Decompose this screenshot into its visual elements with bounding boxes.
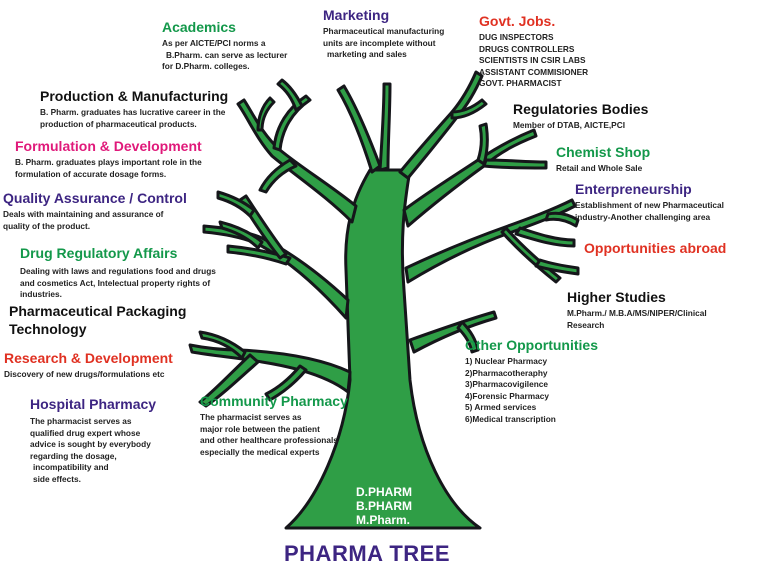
heading-formulation: Formulation & Development (15, 138, 202, 154)
tree-branch (276, 78, 304, 112)
tree-branch (272, 94, 312, 152)
desc-govt-jobs: DUG INSPECTORS DRUGS CONTROLLERS SCIENTI… (479, 32, 589, 88)
tree-branch (450, 98, 488, 120)
heading-abroad: Opportunities abroad (584, 240, 727, 256)
branch-formulation: Formulation & Development B. Pharm. grad… (15, 138, 202, 180)
desc-other: 1) Nuclear Pharmacy 2)Pharmacotheraphy 3… (465, 356, 556, 424)
tree-branch (398, 70, 484, 180)
branch-hospital: Hospital Pharmacy The pharmacist serves … (30, 396, 156, 485)
branch-higher-studies: Higher Studies M.Pharm./ M.B.A/MS/NIPER/… (567, 289, 707, 331)
heading-other: Other Opportunities (465, 337, 598, 353)
tree-branch (408, 310, 498, 354)
branch-abroad: Opportunities abroad (584, 240, 726, 256)
desc-research: Discovery of new drugs/formulations etc (4, 369, 165, 379)
branch-production: Production & Manufacturing B. Pharm. gra… (40, 88, 228, 130)
tree-branch (226, 244, 292, 266)
tree-branch (198, 330, 247, 360)
branch-community: Community Pharmacy The pharmacist serves… (200, 393, 348, 458)
desc-community: The pharmacist serves as major role betw… (200, 412, 338, 457)
heading-packaging-line1: Pharmaceutical Packaging (9, 303, 187, 319)
tree-branch (544, 211, 580, 228)
branch-chemist: Chemist Shop Retail and Whole Sale (556, 144, 650, 175)
tree-branch (336, 84, 382, 174)
heading-regulatory: Regulatories Bodies (513, 101, 649, 117)
trunk-label-mpharm: M.Pharm. (356, 513, 411, 527)
tree-branch (216, 190, 256, 218)
tree-branch (264, 364, 308, 402)
heading-drug-regulatory: Drug Regulatory Affairs (20, 245, 178, 261)
desc-production: B. Pharm. graduates has lucrative career… (40, 107, 226, 129)
heading-chemist: Chemist Shop (556, 144, 651, 160)
branch-govt-jobs: Govt. Jobs. DUG INSPECTORS DRUGS CONTROL… (479, 13, 588, 90)
desc-higher-studies: M.Pharm./ M.B.A/MS/NIPER/Clinical Resear… (567, 308, 707, 330)
desc-quality: Deals with maintaining and assurance of … (3, 209, 164, 231)
branch-drug-regulatory: Drug Regulatory Affairs Dealing with law… (20, 245, 216, 301)
tree-branch (236, 98, 358, 224)
desc-chemist: Retail and Whole Sale (556, 163, 643, 173)
trunk-labels: D.PHARM B.PHARM M.Pharm. (356, 485, 412, 527)
tree-branch (218, 220, 264, 250)
diagram-title: PHARMA TREE (284, 541, 451, 566)
tree-branch (456, 320, 480, 354)
tree-branch (256, 96, 276, 132)
trunk-label-dpharm: D.PHARM (356, 485, 412, 499)
branch-academics: Academics As per AICTE/PCI norms a B.Pha… (162, 19, 287, 73)
branch-entrepreneurship: Enterpreneurship Establishment of new Ph… (575, 181, 724, 223)
tree-branch (198, 353, 260, 408)
heading-community: Community Pharmacy (200, 393, 348, 409)
tree-branch (188, 343, 352, 394)
desc-drug-regulatory: Dealing with laws and regulations food a… (20, 266, 216, 299)
heading-higher-studies: Higher Studies (567, 289, 666, 305)
tree-branch (258, 158, 298, 194)
tree-branch (514, 226, 576, 248)
branch-marketing: Marketing Pharmaceutical manufacturing u… (323, 7, 444, 61)
branch-packaging: Pharmaceutical Packaging Technology (9, 303, 186, 337)
tree-branch (378, 82, 392, 172)
desc-formulation: B. Pharm. graduates plays important role… (15, 157, 202, 179)
tree-branch (202, 224, 350, 320)
desc-entrepreneurship: Establishment of new Pharmaceutical indu… (575, 200, 724, 222)
desc-regulatory: Member of DTAB, AICTE,PCI (513, 120, 626, 130)
desc-academics: As per AICTE/PCI norms a B.Pharm. can se… (162, 38, 288, 71)
tree-branch (404, 198, 577, 284)
heading-hospital: Hospital Pharmacy (30, 396, 157, 412)
heading-production: Production & Manufacturing (40, 88, 229, 104)
tree-branch (534, 258, 580, 276)
tree-trunk (284, 168, 482, 530)
tree-branch (476, 122, 489, 166)
branch-other: Other Opportunities 1) Nuclear Pharmacy … (465, 337, 598, 425)
heading-quality: Quality Assurance / Control (3, 190, 187, 206)
tree-branch (482, 158, 548, 170)
heading-entrepreneurship: Enterpreneurship (575, 181, 692, 197)
heading-research: Research & Development (4, 350, 173, 366)
branch-quality: Quality Assurance / Control Deals with m… (3, 190, 187, 232)
tree-branch (402, 128, 538, 228)
branch-regulatory: Regulatories Bodies Member of DTAB, AICT… (513, 101, 648, 132)
heading-marketing: Marketing (323, 7, 390, 23)
heading-academics: Academics (162, 19, 236, 35)
trunk-label-bpharm: B.PHARM (356, 499, 412, 513)
desc-marketing: Pharmaceutical manufacturing units are i… (323, 26, 445, 59)
heading-govt-jobs: Govt. Jobs. (479, 13, 556, 29)
heading-packaging-line2: Technology (9, 321, 87, 337)
desc-hospital: The pharmacist serves as qualified drug … (30, 416, 151, 484)
branch-research: Research & Development Discovery of new … (4, 350, 173, 381)
